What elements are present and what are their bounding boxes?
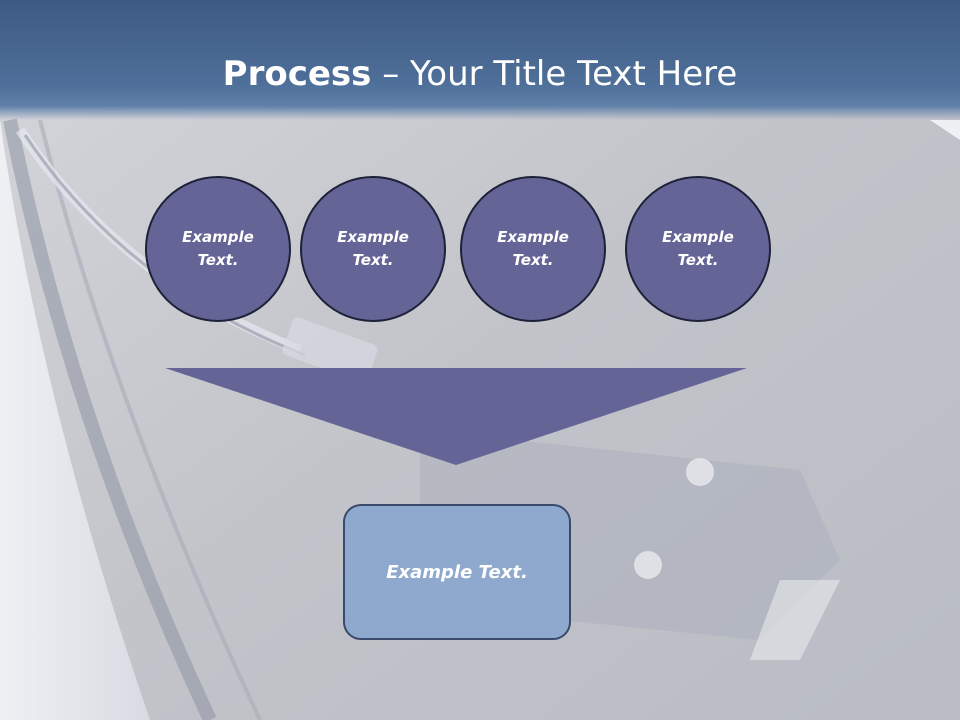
process-step-circle-4[interactable]: Example Text. xyxy=(625,176,771,322)
title-bar xyxy=(0,0,960,120)
title-bold-part: Process xyxy=(222,54,372,94)
funnel-arrow[interactable] xyxy=(165,368,747,465)
circle-label: Example Text. xyxy=(662,228,734,269)
title-separator: – xyxy=(371,54,411,94)
result-label: Example Text. xyxy=(386,561,528,583)
title-rest: Your Title Text Here xyxy=(410,54,738,94)
process-step-circle-3[interactable]: Example Text. xyxy=(460,176,606,322)
process-step-circle-1[interactable]: Example Text. xyxy=(145,176,291,322)
circle-label: Example Text. xyxy=(497,228,569,269)
circle-label: Example Text. xyxy=(182,228,254,269)
process-step-circle-2[interactable]: Example Text. xyxy=(300,176,446,322)
slide-title[interactable]: Process – Your Title Text Here xyxy=(0,52,960,96)
result-box[interactable]: Example Text. xyxy=(343,504,571,640)
circle-label: Example Text. xyxy=(337,228,409,269)
